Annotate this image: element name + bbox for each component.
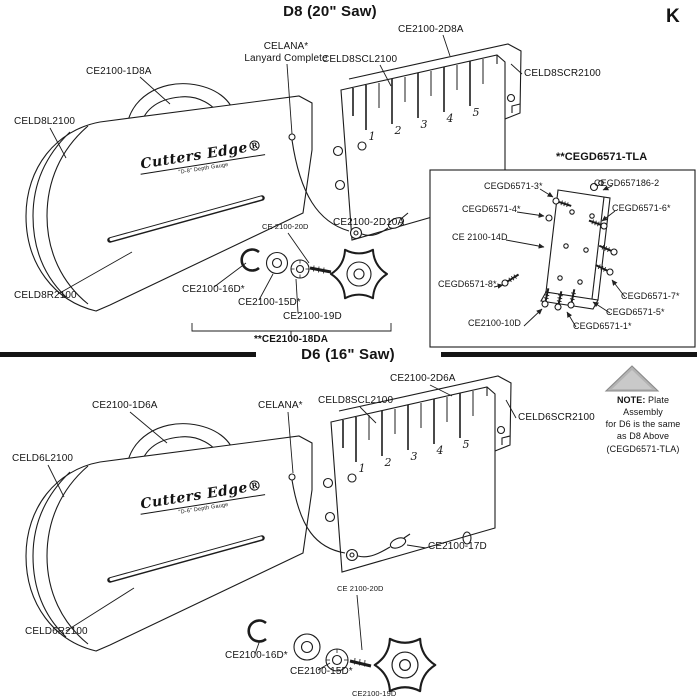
label-celd6r2100: CELD6R2100 — [25, 626, 88, 637]
label-ce2100-14d: CE 2100-14D — [452, 232, 508, 242]
note-line5: (CEGD6571-TLA) — [606, 443, 680, 454]
star-knob-art — [330, 248, 388, 300]
d6-leader-lines — [47, 384, 517, 671]
label-celd8r2100: CELD8R2100 — [14, 290, 77, 301]
note-triangle — [604, 365, 660, 392]
label-cegd6571-6: CEGD6571-6* — [612, 203, 671, 213]
label-celana-line1: CELANA* — [263, 41, 309, 52]
label-ce2100-1d6a: CE2100-1D6A — [92, 400, 158, 411]
label-cegd6571-5: CEGD6571-5* — [606, 307, 665, 317]
label-ce2100-16d-d8: CE2100-16D* — [182, 284, 245, 295]
star-knob-art — [373, 637, 437, 693]
scale-tick-number: 1 — [359, 462, 366, 475]
scale-tick-number: 3 — [411, 450, 418, 463]
label-ce2100-2d6a: CE2100-2D6A — [390, 373, 456, 384]
label-ce2100-20d-d8: CE 2100-20D — [262, 222, 309, 231]
d8-scale-numbers: 1 2 3 4 5 — [369, 106, 480, 143]
label-celd8scl2100: CELD8SCL2100 — [322, 54, 398, 65]
scale-tick-number: 2 — [384, 456, 392, 469]
d6-assembly-art: 1 2 3 4 5 — [26, 365, 660, 693]
d8-leader-lines — [49, 34, 523, 337]
label-ce2100-18da: **CE2100-18DA — [253, 334, 329, 345]
label-ce2100-20d-d6: CE 2100-20D — [337, 584, 384, 593]
inset-leader-arrows — [493, 185, 626, 328]
label-celd8scl2100-d6: CELD8SCL2100 — [318, 395, 394, 406]
label-ce2100-16d-d6: CE2100-16D* — [225, 650, 288, 661]
note-heading-rest: Plate — [645, 395, 670, 405]
label-celd6l2100: CELD6L2100 — [12, 453, 74, 464]
label-ce2100-15d-d6: CE2100-15D* — [290, 666, 353, 677]
d8-assembly-art: 1 2 3 4 5 — [26, 34, 523, 337]
label-cegd6571-8: CEGD6571-8* — [438, 279, 497, 289]
note-heading: NOTE: — [616, 395, 646, 405]
label-celd8l2100: CELD8L2100 — [14, 116, 76, 127]
inset-plate-assembly-art — [429, 169, 696, 348]
label-cegd6571-1: CEGD6571-1* — [573, 321, 632, 331]
note-block: NOTE: Plate Assembly for D6 is the same … — [589, 394, 697, 455]
d8-knob-hardware-art — [240, 248, 388, 300]
scale-tick-number: 1 — [369, 130, 376, 143]
label-celana-line2: Lanyard Complete — [244, 53, 328, 64]
d6-scale-numbers: 1 2 3 4 5 — [359, 438, 470, 475]
note-line4: as D8 Above — [616, 431, 670, 442]
d6-section-title: D6 (16" Saw) — [301, 346, 395, 363]
scale-tick-number: 4 — [436, 444, 444, 457]
label-ce2100-2d8a: CE2100-2D8A — [398, 24, 464, 35]
d8-section-title: D8 (20" Saw) — [283, 3, 377, 20]
scale-tick-number: 5 — [463, 438, 470, 451]
section-divider — [0, 352, 697, 357]
page-index-letter: K — [666, 6, 680, 27]
scale-tick-number: 4 — [446, 112, 454, 125]
label-cegd6571-4: CEGD6571-4* — [462, 204, 521, 214]
label-ce2100-19d-d8: CE2100-19D — [283, 311, 342, 322]
inset-title: **CEGD6571-TLA — [556, 151, 648, 163]
label-cegd6571-3: CEGD6571-3* — [484, 181, 543, 191]
label-cegd6571-7: CEGD6571-7* — [621, 291, 680, 301]
label-celd6scr2100: CELD6SCR2100 — [518, 412, 595, 423]
label-celana-d6: CELANA* — [258, 400, 303, 411]
d8-lanyard-art — [291, 139, 409, 240]
label-ce2100-1d8a: CE2100-1D8A — [86, 66, 152, 77]
note-line3: for D6 is the same — [605, 419, 681, 430]
label-ce2100-10d: CE2100-10D — [468, 318, 522, 328]
label-ce2100-2d10a: CE2100-2D10A — [333, 217, 405, 228]
note-line1: NOTE: Plate — [589, 394, 697, 406]
note-line2: Assembly — [623, 407, 663, 418]
retaining-ring-art — [240, 248, 261, 272]
label-celd8scr2100: CELD8SCR2100 — [524, 68, 601, 79]
scale-tick-number: 2 — [394, 124, 402, 137]
label-ce2100-17d: CE2100-17D — [428, 541, 487, 552]
d6-knob-hardware-art — [247, 619, 437, 693]
label-celana-lanyard: CELANA* Lanyard Complete — [230, 41, 342, 65]
label-ce2100-19d-d6: CE2100-19D — [352, 689, 397, 698]
label-cegd657186-2: CEGD657186-2 — [594, 178, 660, 188]
retaining-ring-art — [247, 619, 268, 643]
scale-tick-number: 3 — [421, 118, 428, 131]
d6-lanyard-art — [291, 479, 411, 562]
label-ce2100-15d-d8: CE2100-15D* — [238, 297, 301, 308]
scale-tick-number: 5 — [473, 106, 480, 119]
